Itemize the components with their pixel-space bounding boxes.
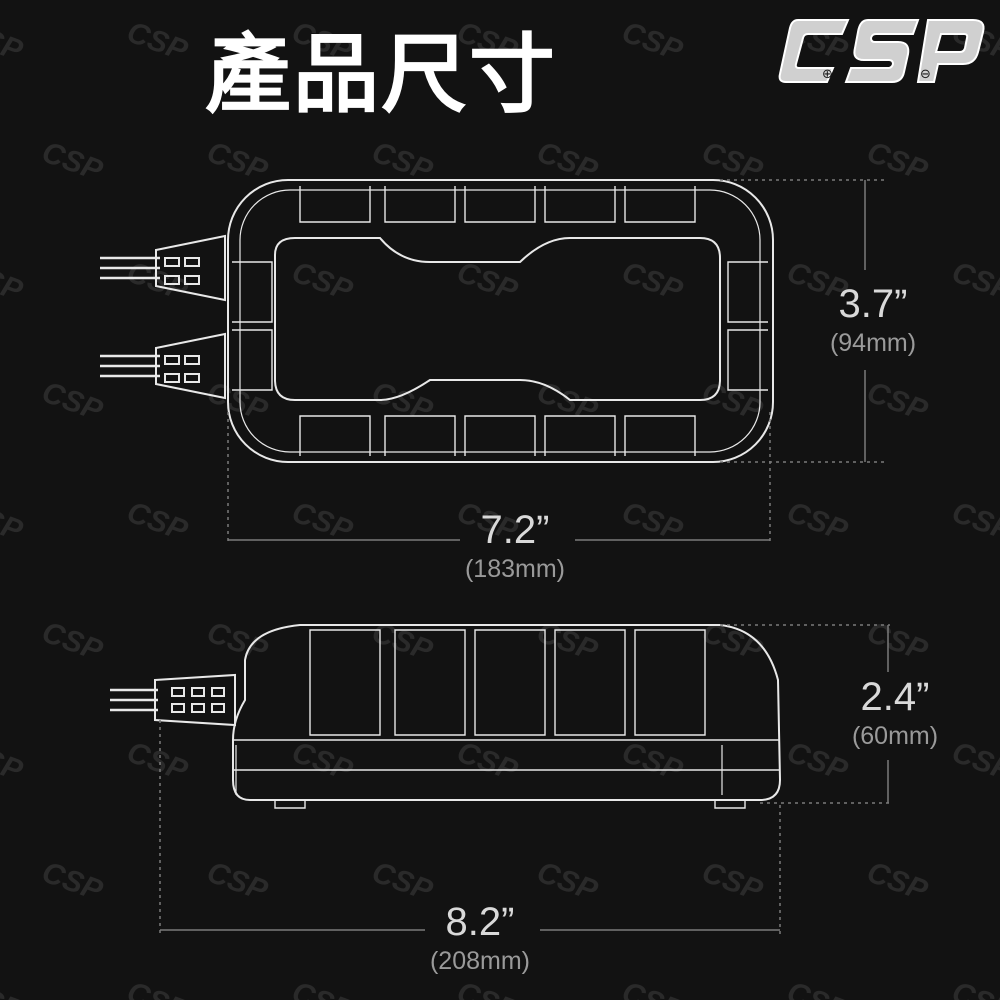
top-height-inch: 3.7”	[838, 282, 908, 326]
side-height-label: 2.4” (60mm)	[830, 675, 960, 751]
minus-icon: ⊖	[920, 67, 931, 82]
side-height-mm: (60mm)	[851, 722, 939, 750]
side-width-label: 8.2” (208mm)	[405, 900, 555, 976]
top-width-label: 7.2” (183mm)	[440, 508, 590, 584]
side-width-inch: 8.2”	[445, 900, 515, 944]
side-height-inch: 2.4”	[860, 675, 930, 719]
csp-logo: ⊕ ⊖	[778, 19, 985, 83]
top-width-mm: (183mm)	[464, 555, 565, 583]
top-width-inch: 7.2”	[480, 508, 550, 552]
top-height-label: 3.7” (94mm)	[808, 282, 938, 358]
side-width-mm: (208mm)	[429, 947, 530, 975]
top-height-mm: (94mm)	[829, 329, 917, 357]
plus-icon: ⊕	[822, 67, 833, 82]
page-title: 產品尺寸	[205, 24, 557, 125]
